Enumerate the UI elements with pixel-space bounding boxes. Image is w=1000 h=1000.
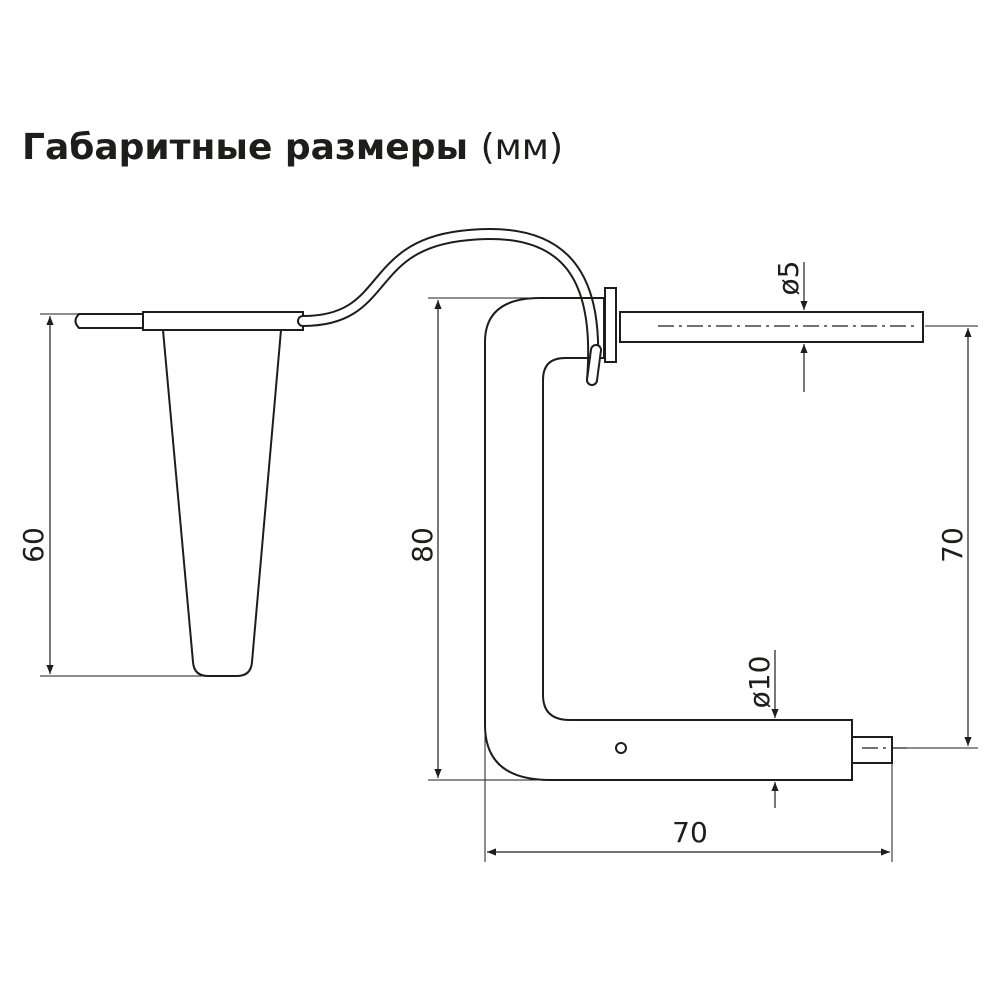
dim-width: 70 (484, 730, 893, 862)
cup-body (161, 329, 283, 677)
dim-tube-height-label: 80 (406, 527, 439, 563)
dim-tube-height: 80 (406, 297, 550, 781)
dim-offset-height-label: 70 (936, 527, 969, 563)
cup-pin (74, 313, 143, 329)
dim-large-diameter: ø10 (743, 650, 779, 808)
title-unit: (мм) (480, 127, 563, 168)
dim-large-diameter-label: ø10 (743, 656, 776, 709)
dim-cup-height: 60 (17, 313, 208, 677)
tube-body (484, 297, 853, 781)
cup-collar (142, 311, 304, 331)
page-title: Габаритные размеры (мм) (22, 128, 563, 168)
sensor-cable (297, 228, 600, 386)
probe-washer (604, 287, 617, 363)
tube-end-pin (851, 736, 893, 764)
l-tube (484, 297, 893, 781)
dim-small-diameter-label: ø5 (772, 261, 805, 296)
dim-offset-height: 70 (900, 325, 978, 749)
dim-small-diameter: ø5 (772, 261, 808, 392)
title-main: Габаритные размеры (22, 127, 469, 168)
dim-cup-height-label: 60 (17, 527, 50, 563)
cup-sensor (74, 311, 304, 677)
dim-width-label: 70 (672, 816, 708, 849)
probe-rod (619, 311, 924, 343)
tube-hole (615, 742, 627, 754)
